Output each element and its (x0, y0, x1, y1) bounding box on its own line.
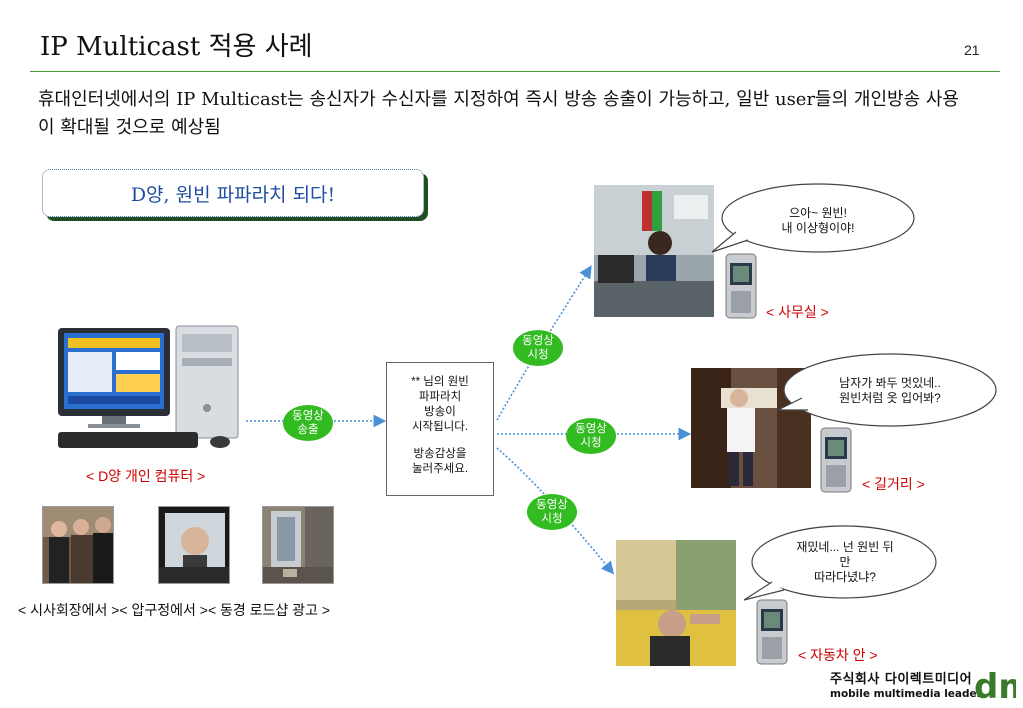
watch-video-bubble-street: 동영상 시청 (566, 418, 616, 454)
bubble-line: 동영상 (536, 499, 568, 511)
street-photo (691, 368, 811, 488)
mobile-phone-icon (756, 599, 788, 665)
company-logo: dm (974, 667, 1016, 704)
speech-line: 내 이상형이야! (781, 221, 855, 235)
bubble-line: 동영상 (522, 335, 554, 347)
watch-video-bubble-car: 동영상 시청 (527, 494, 577, 530)
speech-line: 으아~ 원빈! (789, 206, 847, 220)
speech-line: 따라다녔냐? (814, 570, 876, 584)
photo-captions: < 시사회장에서 >< 압구정에서 >< 동경 로드샵 광고 > (18, 602, 331, 618)
desktop-computer-icon (58, 325, 239, 448)
tokyo-ad-photo (262, 506, 334, 584)
message-line: ** 님의 원빈 (411, 376, 469, 388)
bubble-line: 송출 (297, 424, 319, 436)
speech-line: 만 (839, 555, 851, 569)
logo-text: dm (974, 667, 1016, 704)
speech-line: 재밌네... 넌 원빈 뒤 (796, 540, 894, 554)
bubble-line: 동영상 (575, 423, 607, 435)
apgujeong-photo (158, 506, 230, 584)
send-video-bubble: 동영상 송출 (283, 405, 333, 441)
office-photo (594, 185, 714, 317)
premiere-photo (42, 506, 114, 584)
speech-line: 원빈처럼 옷 입어봐? (839, 391, 941, 405)
speech-line: 남자가 봐두 멋있네.. (839, 376, 941, 390)
scenario-headline: D양, 원빈 파파라치 되다! (42, 169, 424, 217)
location-street: < 길거리 > (862, 476, 925, 492)
mobile-phone-icon (820, 427, 852, 493)
location-office: < 사무실 > (766, 304, 829, 320)
bubble-line: 시청 (527, 349, 549, 361)
bubble-line: 시청 (541, 513, 563, 525)
bubble-line: 동영상 (292, 410, 324, 422)
location-car: < 자동차 안 > (798, 647, 878, 663)
message-line: 방송감상을 (413, 448, 467, 460)
arrow-to-car (496, 447, 615, 575)
message-line: 파파라치 (418, 391, 462, 403)
company-tagline: mobile multimedia leader (830, 688, 982, 700)
mobile-phone-icon (725, 253, 757, 319)
slide-title: IP Multicast 적용 사례 (40, 32, 313, 62)
headline-text: D양, 원빈 파파라치 되다! (130, 183, 336, 206)
pc-label: < D양 개인 컴퓨터 > (86, 468, 206, 484)
speech-street: 남자가 봐두 멋있네.. 원빈처럼 옷 입어봐? (808, 376, 972, 406)
broadcast-message-box: ** 님의 원빈 파파라치 방송이 시작됩니다. 방송감상을 눌러주세요. (386, 362, 494, 496)
message-line: 눌러주세요. (411, 463, 469, 475)
slide-description: 휴대인터넷에서의 IP Multicast는 송신자가 수신자를 지정하여 즉시… (38, 89, 959, 138)
message-line: 시작됩니다. (411, 421, 469, 433)
message-line: 방송이 (424, 406, 456, 418)
title-divider (30, 71, 1000, 72)
speech-car: 재밌네... 넌 원빈 뒤 만 따라다녔냐? (770, 540, 920, 585)
company-name: 주식회사 다이렉트미디어 mobile multimedia leader (830, 668, 982, 700)
page-number: 21 (964, 42, 980, 58)
speech-office: 으아~ 원빈! 내 이상형이야! (748, 206, 888, 236)
company-name-kr: 주식회사 다이렉트미디어 (830, 672, 973, 687)
watch-video-bubble-office: 동영상 시청 (513, 330, 563, 366)
bubble-line: 시청 (580, 437, 602, 449)
car-photo (616, 540, 736, 666)
